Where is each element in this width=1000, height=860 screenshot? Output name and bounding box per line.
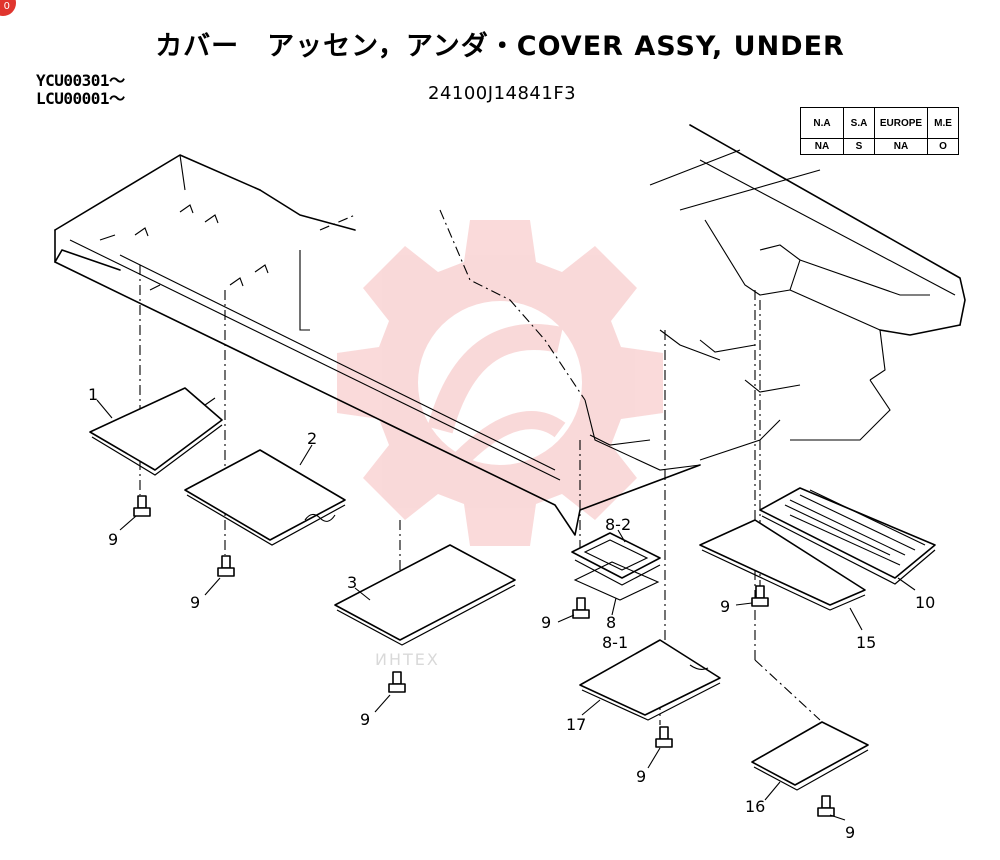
bolt-9-b xyxy=(217,555,235,577)
region-value-me: O xyxy=(927,138,959,155)
frame-outline xyxy=(54,124,966,536)
callout-17: 17 xyxy=(566,715,586,734)
callout-15: 15 xyxy=(856,633,876,652)
callout-2: 2 xyxy=(307,429,317,448)
callout-1: 1 xyxy=(88,385,98,404)
bolt-9-a xyxy=(133,495,151,517)
cover-plate-15 xyxy=(699,519,866,611)
part-callouts: 1 2 3 8-2 8 8-1 9 9 9 9 9 9 9 10 15 17 1… xyxy=(88,385,935,842)
region-header-na: N.A xyxy=(800,107,844,139)
corner-badge: 0 xyxy=(0,0,16,16)
region-value-europe: NA xyxy=(874,138,928,155)
page-title: カバー アッセン，アンダ・COVER ASSY, UNDER xyxy=(155,31,845,62)
assembly-part-number: 24100J14841F3 xyxy=(428,83,577,104)
watermark-text: ИНТЕХ xyxy=(375,650,440,669)
region-header-sa: S.A xyxy=(843,107,875,139)
callout-9-a: 9 xyxy=(108,530,118,549)
cover-plate-17 xyxy=(579,639,721,721)
region-applicability-table: N.A S.A EUROPE M.E NA S NA O xyxy=(800,107,959,155)
callout-8-2: 8-2 xyxy=(605,515,631,534)
callout-8: 8 xyxy=(606,613,616,632)
callout-9-d: 9 xyxy=(541,613,551,632)
leader-lines xyxy=(96,399,916,821)
bolt-9-d xyxy=(572,597,590,619)
bolt-9-c xyxy=(388,671,406,693)
serial-range-lcu: LCU00001～ xyxy=(36,89,125,108)
callout-9-g: 9 xyxy=(845,823,855,842)
watermark-gear-logo xyxy=(337,220,663,546)
cover-plate-1 xyxy=(89,387,223,476)
callout-9-c: 9 xyxy=(360,710,370,729)
callout-3: 3 xyxy=(347,573,357,592)
bolt-9-f xyxy=(655,726,673,748)
serial-range-ycu: YCU00301～ xyxy=(36,71,125,90)
callout-8-1: 8-1 xyxy=(602,633,628,652)
callout-16: 16 xyxy=(745,797,765,816)
seal-plate-8 xyxy=(571,532,661,601)
cover-plate-16 xyxy=(751,721,869,791)
callout-9-b: 9 xyxy=(190,593,200,612)
cover-plate-3 xyxy=(334,544,516,646)
region-header-me: M.E xyxy=(927,107,959,139)
callout-9-e: 9 xyxy=(720,597,730,616)
bolt-9-e xyxy=(751,585,769,607)
bolt-9-g xyxy=(817,795,835,817)
cover-plate-2 xyxy=(184,449,346,546)
grille-10 xyxy=(759,487,936,585)
callout-10: 10 xyxy=(915,593,935,612)
callout-9-f: 9 xyxy=(636,767,646,786)
